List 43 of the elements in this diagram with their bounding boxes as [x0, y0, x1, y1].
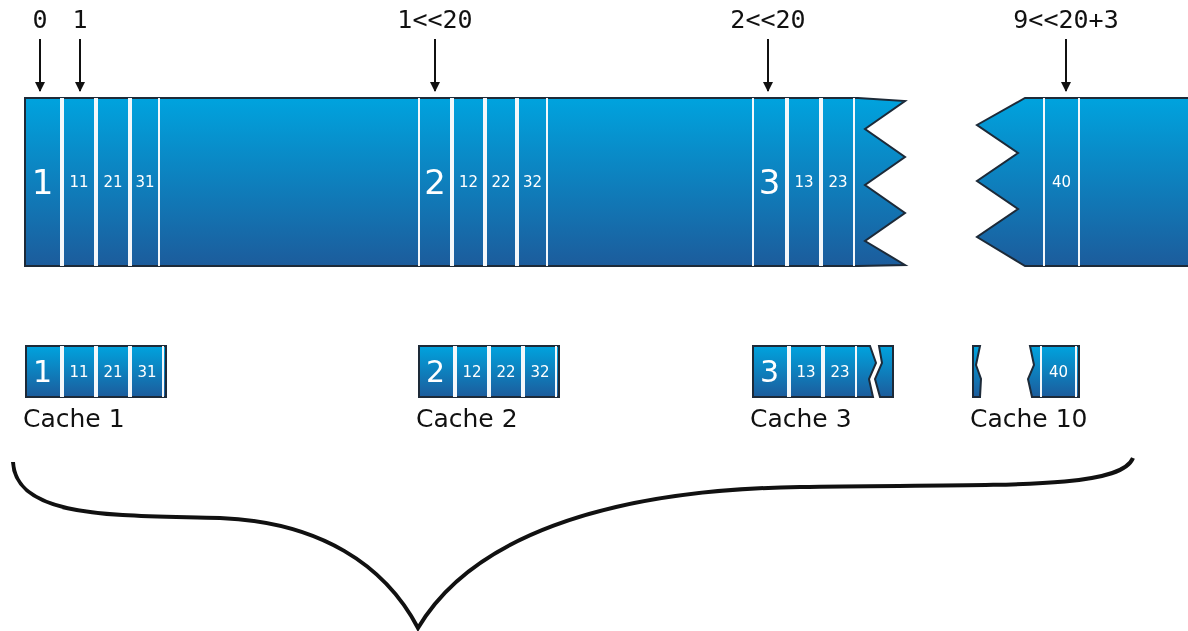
memory-cell: 1	[25, 98, 62, 266]
memory-bar	[25, 97, 907, 267]
memory-bar	[418, 345, 560, 398]
offset-label: 2<<20	[730, 5, 806, 34]
memory-cell: 32	[523, 346, 557, 397]
memory-cell: 21	[96, 346, 130, 397]
arrow	[763, 38, 773, 92]
memory-cell: 12	[455, 346, 489, 397]
cache-caption: Cache 3	[750, 404, 852, 433]
memory-cell: 2	[418, 346, 455, 397]
memory-cell: 13	[789, 346, 823, 397]
memory-cell: 21	[96, 98, 130, 266]
memory-cell: 31	[130, 98, 160, 266]
memory-cell: 1	[25, 346, 62, 397]
arrow	[35, 38, 45, 92]
memory-cell: 22	[489, 346, 523, 397]
memory-cell: 32	[517, 98, 548, 266]
offset-label: 1	[72, 5, 88, 34]
arrow	[1061, 38, 1071, 92]
cache-caption: Cache 10	[970, 404, 1088, 433]
memory-cell: 3	[752, 346, 789, 397]
memory-cell: 22	[485, 98, 517, 266]
memory-bar	[25, 345, 167, 398]
cache-caption: Cache 1	[23, 404, 125, 433]
offset-label: 0	[32, 5, 48, 34]
memory-cell: 11	[62, 346, 96, 397]
arrow	[75, 38, 85, 92]
memory-cell: 12	[452, 98, 485, 266]
memory-cell: 11	[62, 98, 96, 266]
memory-bar	[973, 97, 1188, 267]
memory-cell: 2	[418, 98, 452, 266]
memory-cell: 23	[823, 346, 857, 397]
memory-bar	[752, 345, 894, 398]
memory-cell: 40	[1043, 98, 1080, 266]
memory-cell: 31	[130, 346, 164, 397]
memory-cell: 23	[821, 98, 855, 266]
cache-caption: Cache 2	[416, 404, 518, 433]
offset-label: 9<<20+3	[1013, 5, 1119, 34]
memory-bar	[972, 345, 1080, 398]
offset-label: 1<<20	[397, 5, 473, 34]
memory-cell: 3	[752, 98, 787, 266]
memory-cell: 13	[787, 98, 821, 266]
arrow	[430, 38, 440, 92]
